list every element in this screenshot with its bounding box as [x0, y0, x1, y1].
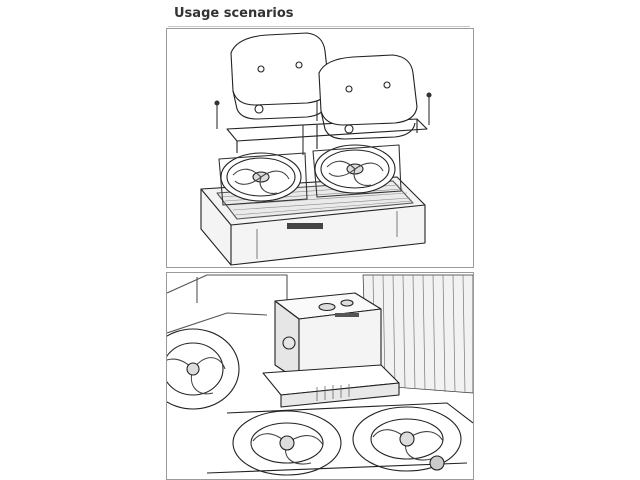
fan-right: [312, 144, 402, 198]
radiator-fins: [362, 274, 473, 394]
fan-left: [167, 328, 240, 410]
mounting-bracket: [226, 118, 428, 153]
fan-left: [218, 152, 308, 206]
fan-frame: [206, 402, 473, 474]
title-divider: [168, 26, 470, 27]
fan-bottom-left: [232, 410, 342, 476]
case-frame: [167, 274, 288, 334]
pump-block-right: [318, 54, 418, 140]
fan-bottom-right: [352, 406, 462, 472]
installed-pump-illustration: [166, 272, 474, 480]
pump-block-left: [230, 32, 330, 120]
section-title: Usage scenarios: [174, 6, 294, 21]
cold-plate: [262, 364, 400, 408]
exploded-assembly-illustration: [166, 28, 474, 268]
pump-block: [274, 292, 382, 382]
